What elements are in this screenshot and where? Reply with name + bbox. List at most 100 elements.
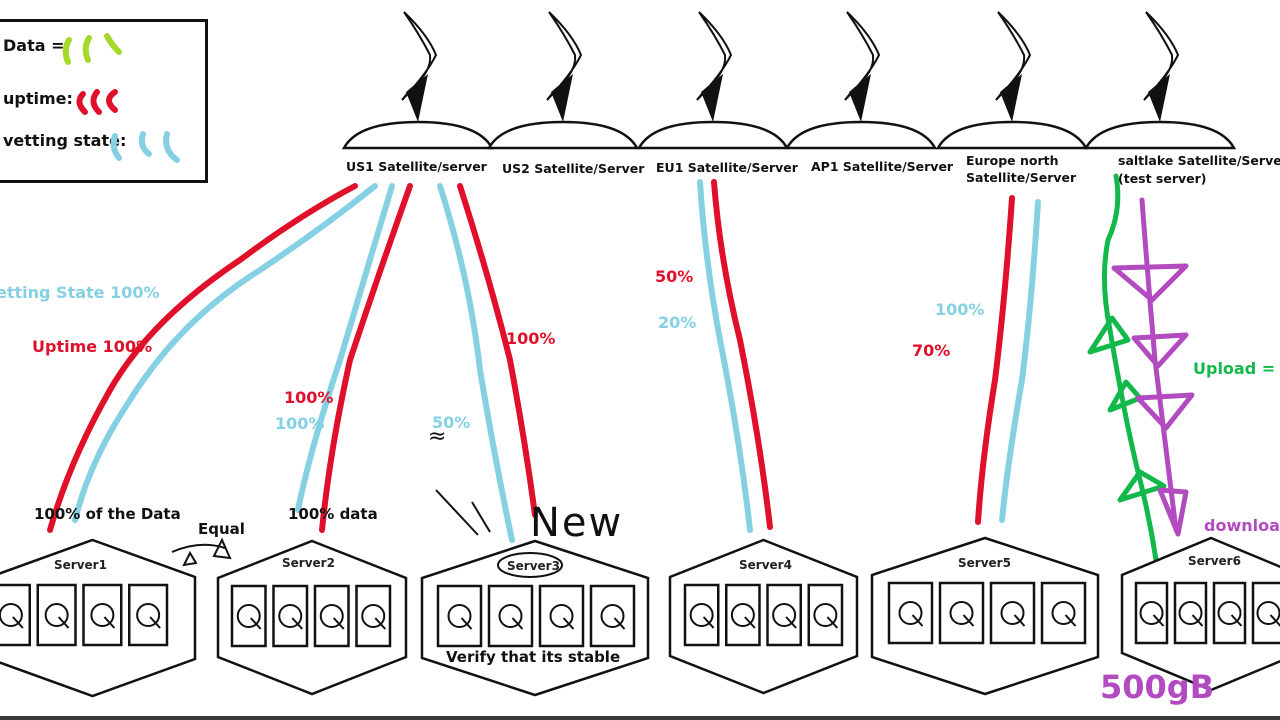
- disk-slot-frame: [1040, 581, 1087, 645]
- server-hexagon: [0, 538, 197, 698]
- disk-icon: [730, 603, 755, 627]
- satellite-label-saltlake-line1: saltlake Satellite/Server: [1118, 153, 1280, 168]
- server6-upload-line: [1101, 173, 1159, 563]
- server3-uptime-annotation: 100%: [506, 329, 556, 348]
- dish-mount: [406, 74, 428, 122]
- dish-mount: [849, 74, 871, 122]
- disk-icon: [1178, 601, 1203, 625]
- satellite-label-us1: US1 Satellite/server: [346, 159, 487, 174]
- disk-icon-tail: [511, 617, 524, 630]
- dish-antenna: [995, 11, 1032, 101]
- satellite-label-europe-north-line2: Satellite/Server: [966, 170, 1077, 185]
- dish-base: [1083, 120, 1237, 150]
- disk-icon-tail: [333, 617, 345, 630]
- disk-icon: [549, 604, 574, 628]
- disk-icon: [90, 603, 115, 627]
- server4-vetting-line: [697, 179, 753, 533]
- server5-vetting-line: [999, 199, 1041, 523]
- legend-swatches: [62, 33, 180, 163]
- disk-slot: [807, 583, 844, 647]
- legend-box: Data = uptime: vetting state:: [0, 19, 208, 183]
- satellite-label-eu1: EU1 Satellite/Server: [656, 160, 798, 175]
- disk-icon: [898, 601, 923, 625]
- disk-slot-frame: [887, 581, 934, 645]
- server-hexagon-outline: [420, 539, 650, 697]
- disk-icon: [136, 603, 161, 627]
- disk-slot: [128, 583, 169, 647]
- disk-icon: [278, 604, 303, 628]
- satellite-dish-icon: [486, 11, 640, 150]
- disk-slot: [355, 584, 392, 648]
- disk-icon-tail: [374, 617, 386, 630]
- server3-vetting-annotation: 50%: [432, 413, 471, 432]
- download-arrow-icon: [1131, 332, 1189, 369]
- server2-note: 100% data: [288, 505, 378, 523]
- server5-vetting-annotation: 100%: [935, 300, 985, 319]
- download-annotation: downloa: [1204, 516, 1280, 535]
- server-hexagon: [420, 539, 650, 697]
- server4-uptime-annotation: 50%: [655, 267, 694, 286]
- disk-slot: [938, 581, 985, 645]
- disk-slot: [766, 583, 802, 647]
- disk-icon-tail: [613, 617, 626, 630]
- server2-uptime-annotation: 100%: [284, 388, 334, 407]
- legend-uptime-swatch: [76, 89, 118, 115]
- server-hexagon-outline: [216, 539, 408, 696]
- server3-highlight-circle: [497, 552, 563, 578]
- server1-uptime-annotation: Uptime 100%: [32, 337, 153, 356]
- server-label-6: Server6: [1188, 554, 1241, 568]
- download-arrow-icon: [1111, 263, 1189, 303]
- server1-vetting-annotation: etting State 100%: [0, 283, 160, 302]
- disk-icon: [447, 604, 472, 628]
- disk-icon-tail: [1064, 614, 1077, 627]
- satellite-dish-icon: [1083, 11, 1237, 150]
- server5-uptime-line: [975, 195, 1015, 525]
- disk-icon-tail: [250, 617, 262, 630]
- disk-slot-frame: [589, 584, 636, 648]
- disk-icon-tail: [826, 616, 839, 629]
- disk-icon-tail: [962, 614, 975, 627]
- server-hexagon: [870, 536, 1100, 696]
- server-label-1: Server1: [54, 558, 107, 572]
- disk-icon: [813, 603, 838, 627]
- legend-data-label: Data =: [3, 36, 65, 55]
- approx-equal-annotation: ≈: [428, 424, 447, 449]
- dish-antenna: [844, 11, 881, 101]
- disk-icon: [1217, 601, 1242, 625]
- server-hexagon: [1120, 536, 1280, 692]
- disk-slot-frame: [436, 584, 483, 648]
- satellite-label-europe-north-line1: Europe north: [966, 153, 1059, 168]
- satellite-dish-icon: [784, 11, 938, 150]
- dish-base: [935, 120, 1089, 150]
- server1-vetting-line: [72, 183, 378, 523]
- disk-slot: [436, 584, 483, 648]
- server-label-4: Server4: [739, 558, 792, 572]
- disk-icon: [44, 603, 69, 627]
- equal-arrow-head-right: [212, 537, 232, 560]
- disk-slot: [230, 584, 267, 648]
- disk-slot: [272, 584, 309, 648]
- disk-icon-tail: [1191, 614, 1204, 627]
- server-label-3: Server3: [507, 559, 560, 573]
- disk-icon-tail: [702, 616, 715, 629]
- disk-slot-frame: [487, 584, 534, 648]
- download-arrow-icon: [1157, 487, 1189, 537]
- server-hexagon: [668, 538, 859, 695]
- download-arrow-icon: [1135, 392, 1195, 431]
- disk-slot: [36, 583, 77, 647]
- disk-icon: [1000, 601, 1025, 625]
- dish-base: [341, 120, 495, 150]
- disk-slot: [487, 584, 534, 648]
- server5-uptime-annotation: 70%: [912, 341, 951, 360]
- upload-annotation: Upload = g: [1193, 359, 1280, 378]
- disk-icon: [498, 604, 523, 628]
- equal-arrow-icon: [171, 543, 226, 553]
- disk-icon-tail: [1230, 614, 1243, 627]
- disk-slot-frame: [36, 583, 77, 647]
- dish-antenna: [696, 11, 733, 101]
- satellite-dish-icon: [636, 11, 790, 150]
- server-label-2: Server2: [282, 556, 335, 570]
- dish-antenna: [546, 11, 583, 101]
- server3-uptime-line: [457, 183, 538, 518]
- disk-icon-tail: [103, 616, 116, 629]
